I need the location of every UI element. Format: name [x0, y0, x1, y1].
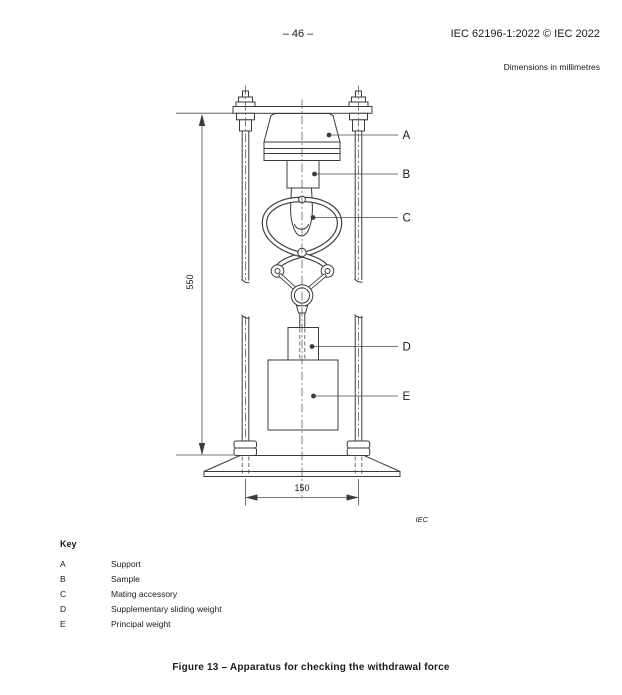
- top-plate: [232, 106, 373, 114]
- key-description: Sample: [111, 574, 140, 584]
- callout-letter-b: B: [403, 169, 411, 181]
- dimension-550: 550: [176, 112, 240, 456]
- key-row-d: D Supplementary sliding weight: [60, 604, 222, 614]
- key-row-e: E Principal weight: [60, 619, 171, 629]
- key-description: Support: [111, 559, 141, 569]
- key-letter: C: [60, 589, 67, 599]
- callout-b: B: [312, 169, 411, 181]
- key-letter: D: [60, 604, 67, 614]
- callout-a: A: [326, 130, 411, 142]
- page-number-text: – 46 –: [282, 28, 314, 40]
- dimension-550-label: 550: [185, 274, 195, 289]
- principal-weight: [267, 359, 339, 431]
- sliding-weight: [287, 327, 319, 361]
- callout-letter-d: D: [403, 342, 411, 354]
- key-title: Key: [60, 539, 77, 549]
- callout-letter-a: A: [403, 130, 411, 142]
- key-description: Mating accessory: [111, 589, 178, 599]
- callout-e: E: [311, 391, 411, 403]
- key-letter: E: [60, 619, 66, 629]
- key-row-b: B Sample: [60, 574, 140, 584]
- key-description: Supplementary sliding weight: [111, 604, 222, 614]
- dimensions-note: Dimensions in millimetres: [503, 62, 600, 72]
- mating-accessory: [261, 195, 343, 328]
- key-letter: A: [60, 559, 66, 569]
- centerlines: [245, 85, 359, 500]
- page-number: – 46 –: [0, 28, 608, 40]
- iec-source-tag: IEC: [415, 515, 428, 524]
- base: [203, 455, 401, 477]
- callout-c: C: [310, 213, 411, 225]
- key-row-a: A Support: [60, 559, 141, 569]
- key-letter: B: [60, 574, 66, 584]
- callout-letter-e: E: [403, 391, 411, 403]
- document-reference: IEC 62196-1:2022 © IEC 2022: [450, 28, 600, 40]
- bottom-nuts: [233, 440, 371, 456]
- figure-drawing: 550: [176, 85, 429, 524]
- callouts: A B C D E: [309, 130, 411, 403]
- figure-caption: Figure 13 – Apparatus for checking the w…: [172, 662, 450, 673]
- callout-letter-c: C: [403, 213, 411, 225]
- key-description: Principal weight: [111, 619, 171, 629]
- key-row-c: C Mating accessory: [60, 589, 177, 599]
- callout-d: D: [309, 342, 411, 354]
